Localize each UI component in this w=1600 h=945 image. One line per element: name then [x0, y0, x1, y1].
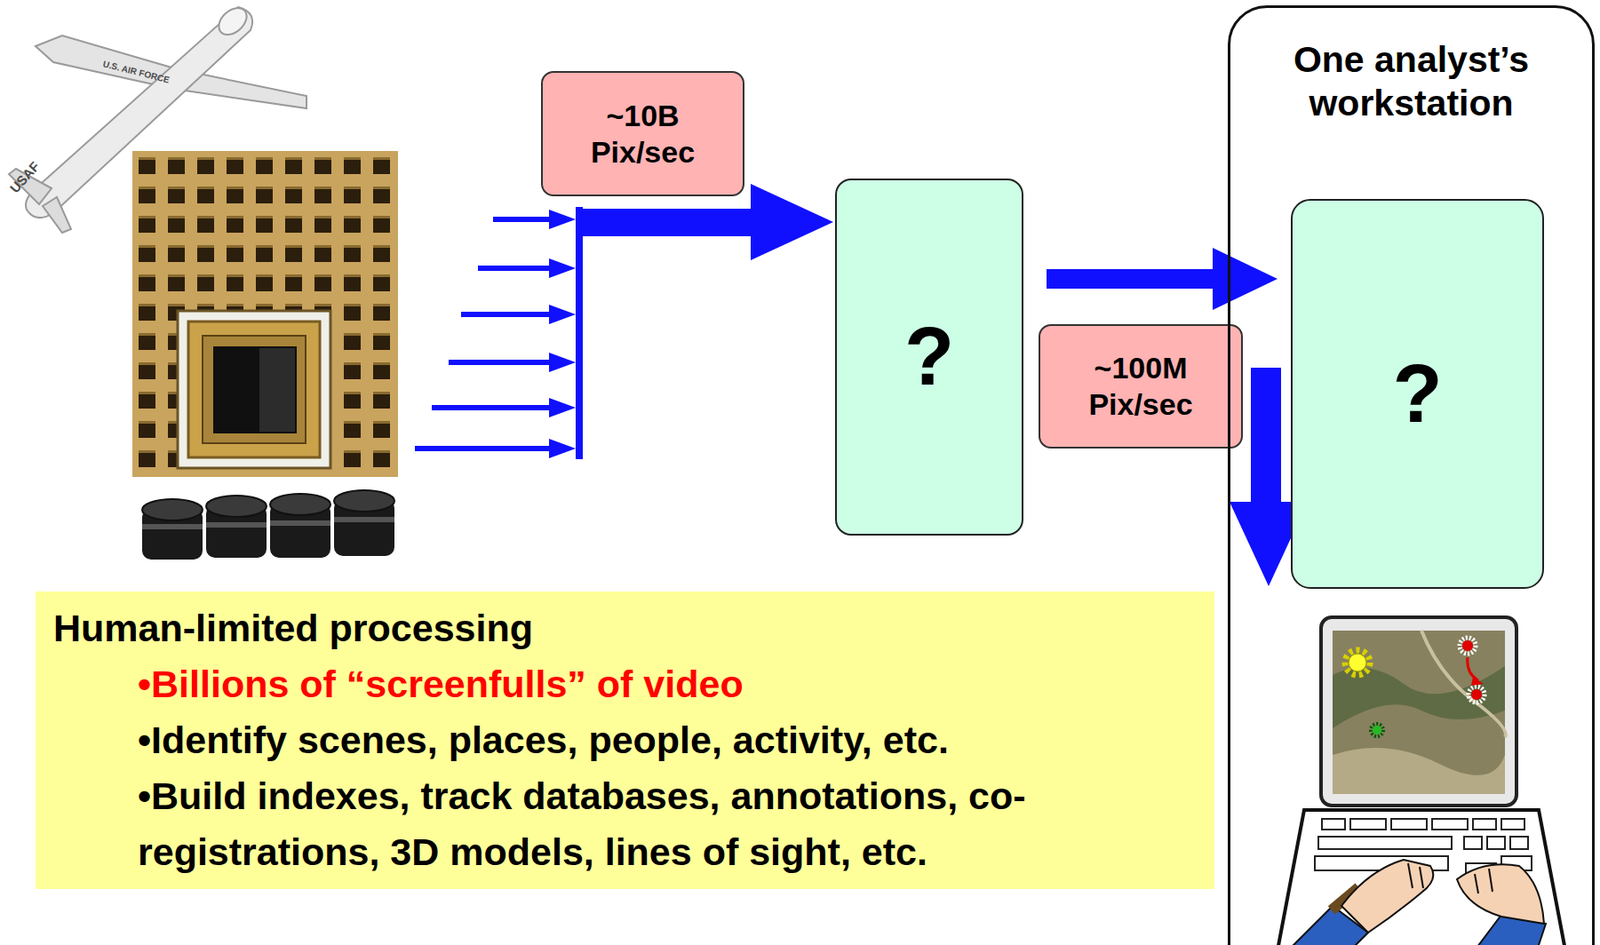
workstation-panel: One analyst’s workstation? — [1227, 5, 1595, 945]
map-terrain — [1332, 748, 1505, 795]
note-box: Human-limited processing•Billions of “sc… — [35, 591, 1215, 890]
rate-label: ~100M Pix/sec — [1038, 324, 1243, 449]
feed-arrow — [549, 398, 576, 418]
map-marker — [1370, 724, 1384, 737]
focal-plane-tiles — [132, 151, 399, 478]
monitor — [1321, 617, 1517, 806]
map-marker — [1459, 637, 1476, 654]
key — [1391, 819, 1427, 830]
finger-lines — [1408, 863, 1424, 889]
key — [1318, 836, 1452, 850]
key — [1510, 836, 1529, 850]
box-text: ? — [1392, 349, 1442, 439]
image-sensor — [213, 346, 297, 434]
note-heading: Human-limited processing — [53, 600, 1197, 657]
key — [1487, 836, 1505, 850]
lens-ridge — [270, 520, 331, 526]
feed-arrow — [549, 438, 576, 459]
note-bullet: •Identify scenes, places, people, activi… — [137, 712, 1197, 769]
feed-bus — [575, 206, 583, 460]
key — [1472, 819, 1497, 830]
key — [1321, 819, 1346, 830]
map-marker — [1345, 650, 1370, 676]
lens-ridge — [142, 524, 203, 530]
key — [1432, 819, 1468, 830]
rate-label: ~10B Pix/sec — [541, 71, 745, 197]
map-road — [1421, 630, 1506, 738]
feed-arrow — [477, 265, 551, 271]
lens — [334, 490, 395, 557]
process-box: ? — [835, 178, 1024, 536]
finger-lines — [1474, 868, 1493, 894]
map-terrain — [1332, 666, 1505, 729]
sensor-array — [132, 151, 399, 478]
key — [1350, 819, 1386, 830]
track-arrow — [1467, 657, 1479, 681]
lens-ridge — [334, 517, 395, 523]
hand — [1456, 864, 1545, 924]
lens — [142, 499, 203, 560]
map-marker — [1471, 689, 1482, 701]
lens-glass — [142, 499, 203, 521]
note-bullet: •Billions of “screenfulls” of video — [137, 656, 1197, 713]
lens-glass — [334, 490, 395, 512]
map-marker — [1462, 640, 1473, 652]
lens-row — [142, 490, 395, 560]
lens-ridge — [206, 522, 267, 528]
box-text: ? — [904, 311, 955, 402]
lens-glass — [270, 493, 331, 516]
lens — [270, 493, 331, 558]
track-arrow — [1471, 676, 1484, 686]
panel-heading: One analyst’s workstation — [1241, 38, 1582, 126]
feed-arrow — [461, 311, 551, 318]
map-marker — [1372, 725, 1382, 735]
screen-map — [1332, 630, 1505, 795]
computer-illustration — [1277, 617, 1566, 945]
image-sensor — [259, 348, 295, 432]
feed-arrow — [549, 209, 576, 230]
map-marker — [1348, 653, 1367, 672]
hand — [1341, 859, 1433, 933]
plane-nose — [214, 2, 253, 40]
plane-tail — [42, 197, 72, 233]
feed-arrow — [549, 258, 576, 279]
sensor-feed — [414, 183, 834, 460]
chip-package — [177, 310, 331, 469]
process-box: ? — [1290, 199, 1545, 590]
feed-arrow — [431, 405, 551, 411]
map-marker — [1468, 686, 1485, 703]
key — [1501, 819, 1525, 830]
flow-arrow — [1046, 247, 1278, 311]
lens — [206, 495, 267, 558]
note-bullet: •Build indexes, track databases, annotat… — [137, 768, 1197, 881]
feed-arrow — [493, 216, 551, 223]
key — [1464, 836, 1482, 850]
lens-glass — [206, 495, 267, 518]
feed-arrow — [549, 304, 576, 325]
chip-frame — [188, 321, 320, 458]
box-text: ~100M Pix/sec — [1063, 350, 1219, 423]
feed-arrow — [448, 359, 551, 366]
feed-arrow — [414, 445, 551, 452]
chip-frame — [202, 335, 306, 444]
keyboard — [1277, 810, 1566, 945]
box-text: ~10B Pix/sec — [565, 97, 721, 171]
feed-arrow — [549, 352, 576, 373]
